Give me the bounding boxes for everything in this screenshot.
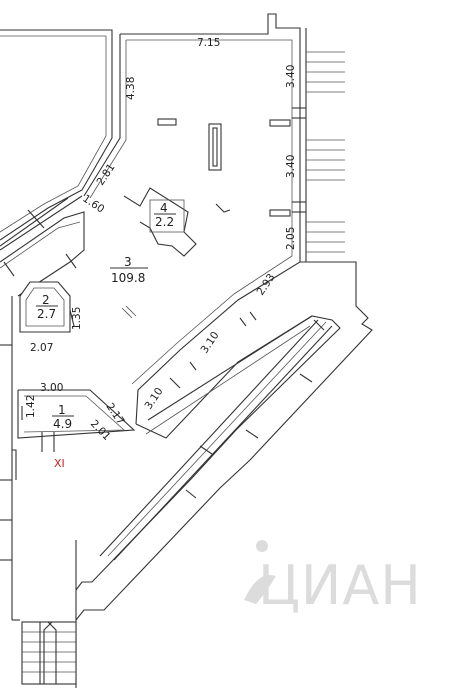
hall-fixtures — [121, 118, 291, 319]
dim-diag-right-1: 2.93 — [255, 272, 278, 298]
dim-right-lower: 2.05 — [285, 227, 297, 250]
room-3-number: 3 — [124, 255, 132, 269]
section-marker: XI — [54, 457, 65, 470]
dim-diag-left-upper: 2.81 — [95, 162, 118, 188]
room-4-number: 4 — [160, 201, 168, 215]
left-corridor — [0, 195, 85, 297]
dim-top-width: 7.15 — [197, 37, 220, 49]
dim-left-wall: 4.38 — [125, 77, 137, 100]
room-label-1: 1 4.9 — [52, 403, 74, 431]
room-1-number: 1 — [58, 403, 66, 417]
room-3-area: 109.8 — [111, 271, 145, 285]
dim-right-upper: 3.40 — [285, 65, 297, 88]
room-4-area: 2.2 — [155, 215, 174, 229]
room-label-4: 4 2.2 — [154, 201, 176, 229]
room-1-area: 4.9 — [53, 417, 72, 431]
room-2-number: 2 — [42, 293, 50, 307]
neighbor-room-upper-left — [0, 29, 113, 241]
dim-room2-width: 2.07 — [30, 342, 53, 354]
dim-room1-width: 3.00 — [40, 382, 63, 394]
terrace-structure — [12, 261, 373, 688]
dim-diag-right-2: 3.10 — [199, 330, 222, 356]
dimension-labels: 7.15 4.38 3.40 3.40 2.05 2.81 1.60 2.93 … — [25, 37, 297, 443]
room-label-2: 2 2.7 — [36, 293, 58, 321]
watermark-text: ЦИАН — [258, 554, 422, 617]
room-1-walls — [17, 389, 136, 452]
watermark: ЦИАН — [244, 540, 422, 617]
dim-right-middle: 3.40 — [285, 155, 297, 178]
room-4-walls — [123, 187, 197, 257]
dim-diag-right-3: 3.10 — [143, 386, 166, 412]
room-2-area: 2.7 — [37, 307, 56, 321]
staircase — [21, 621, 77, 685]
dim-room2-height: 1.35 — [71, 307, 83, 330]
room-3-walls — [83, 13, 345, 425]
dim-room1-diag-a: 2.17 — [104, 401, 127, 427]
left-lower-walls — [0, 345, 17, 620]
room-2-walls — [0, 281, 75, 346]
room-label-3: 3 109.8 — [110, 255, 148, 285]
dim-room1-height: 1.42 — [25, 395, 37, 418]
